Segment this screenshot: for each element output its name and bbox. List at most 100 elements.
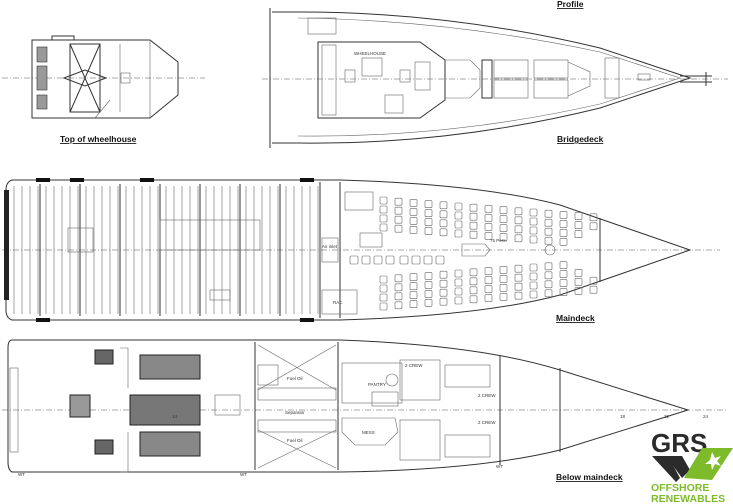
passenger-seat: [529, 263, 538, 272]
passenger-seat: [349, 255, 359, 265]
passenger-seat: [514, 282, 523, 291]
passenger-seat: [574, 221, 583, 229]
passenger-seat: [544, 227, 553, 236]
passenger-seat: [424, 227, 433, 235]
passenger-seat: [454, 220, 463, 229]
passenger-seat: [424, 209, 433, 217]
passenger-seat: [379, 205, 388, 214]
passenger-seat: [379, 196, 388, 205]
passenger-seat: [559, 270, 568, 278]
mess-label: MESS: [362, 430, 375, 435]
passenger-seat: [499, 275, 508, 283]
passenger-seat: [529, 281, 538, 290]
passenger-seat: [574, 287, 583, 295]
crew-cabin-2-label: 2 CREW: [478, 393, 496, 398]
passenger-seat: [514, 234, 523, 243]
passenger-seat: [409, 199, 418, 207]
passenger-seat: [499, 293, 508, 301]
passenger-seat: [529, 272, 538, 281]
wt-label-3: WT: [496, 464, 503, 469]
passenger-seat: [409, 273, 418, 281]
passenger-seat: [499, 206, 508, 214]
passenger-seat: [559, 211, 568, 219]
passenger-seat: [379, 302, 388, 311]
passenger-seat: [469, 212, 478, 221]
passenger-seat: [409, 300, 418, 308]
passenger-seat: [423, 255, 433, 265]
below-maindeck-view: Fuel Oil Fuel Oil Separator PANTRY MESS …: [2, 339, 728, 477]
passenger-seat: [394, 197, 403, 206]
separator-label: Separator: [285, 410, 305, 415]
passenger-seat: [424, 290, 433, 298]
passenger-seat: [529, 226, 538, 235]
passenger-seat: [469, 286, 478, 295]
passenger-seat: [409, 217, 418, 225]
passenger-seat: [574, 278, 583, 286]
passenger-seat: [514, 207, 523, 216]
air-inlet-label: Air inlet: [322, 244, 338, 249]
passenger-seat: [394, 292, 403, 301]
passenger-seat: [484, 267, 493, 275]
engine-room: [69, 347, 241, 473]
bridgedeck-seats: [493, 59, 569, 99]
passenger-seat: [379, 214, 388, 223]
passenger-seat: [424, 281, 433, 289]
passenger-seat: [559, 261, 568, 269]
passenger-seat: [379, 284, 388, 293]
passenger-seat: [544, 271, 553, 280]
passenger-seat: [499, 224, 508, 232]
passenger-seat: [394, 301, 403, 310]
passenger-seat: [544, 262, 553, 271]
passenger-seat: [394, 206, 403, 215]
passenger-seat: [394, 274, 403, 283]
passenger-seat: [454, 278, 463, 287]
passenger-seat: [529, 217, 538, 226]
passenger-seat: [544, 289, 553, 298]
passenger-seat: [514, 225, 523, 234]
passenger-seat: [574, 230, 583, 238]
grs-offshore-renewables-logo: GRS OFFSHORE RENEWABLES: [651, 428, 733, 504]
passenger-seat: [574, 212, 583, 220]
passenger-seat: [373, 255, 383, 265]
passenger-seat: [589, 213, 598, 222]
passenger-seat: [574, 269, 583, 277]
passenger-seat: [469, 268, 478, 277]
passenger-seat: [394, 215, 403, 224]
passenger-seat: [499, 233, 508, 241]
passenger-seat: [409, 282, 418, 290]
passenger-seat: [499, 284, 508, 292]
passenger-seat: [469, 277, 478, 286]
passenger-seat: [454, 211, 463, 220]
passenger-seat: [454, 229, 463, 238]
passenger-seat: [544, 236, 553, 245]
passenger-seat: [514, 264, 523, 273]
profile-label: Profile: [557, 0, 584, 9]
passenger-seat: [484, 285, 493, 293]
passenger-seat: [514, 216, 523, 225]
passenger-seat: [469, 221, 478, 230]
passenger-seat: [385, 255, 395, 265]
passenger-seat: [589, 285, 598, 294]
passenger-seat: [544, 218, 553, 227]
passenger-seat: [439, 297, 448, 306]
bridgedeck-view: WHEELHOUSE: [262, 8, 728, 148]
passenger-seat: [439, 219, 448, 228]
bridgedeck-label: Bridgedeck: [557, 134, 604, 144]
crew-cabin-3-label: 2 CREW: [478, 420, 496, 425]
passenger-seat: [559, 279, 568, 287]
passenger-seat: [439, 210, 448, 219]
passenger-seat: [469, 230, 478, 239]
passenger-seat: [454, 296, 463, 305]
passenger-seat: [439, 201, 448, 210]
maindeck-label: Maindeck: [556, 313, 595, 323]
passenger-seat: [379, 293, 388, 302]
passenger-seat: [559, 229, 568, 237]
passenger-seat: [424, 272, 433, 280]
passenger-seat: [361, 255, 371, 265]
frame-22: 22: [664, 414, 670, 419]
passenger-seat: [424, 200, 433, 208]
passenger-seat: [499, 215, 508, 223]
maindeck-view: Air inlet RAC 75 Pers.: [2, 178, 720, 322]
passenger-seat: [529, 208, 538, 217]
logo-line-2: RENEWABLES: [651, 493, 725, 504]
